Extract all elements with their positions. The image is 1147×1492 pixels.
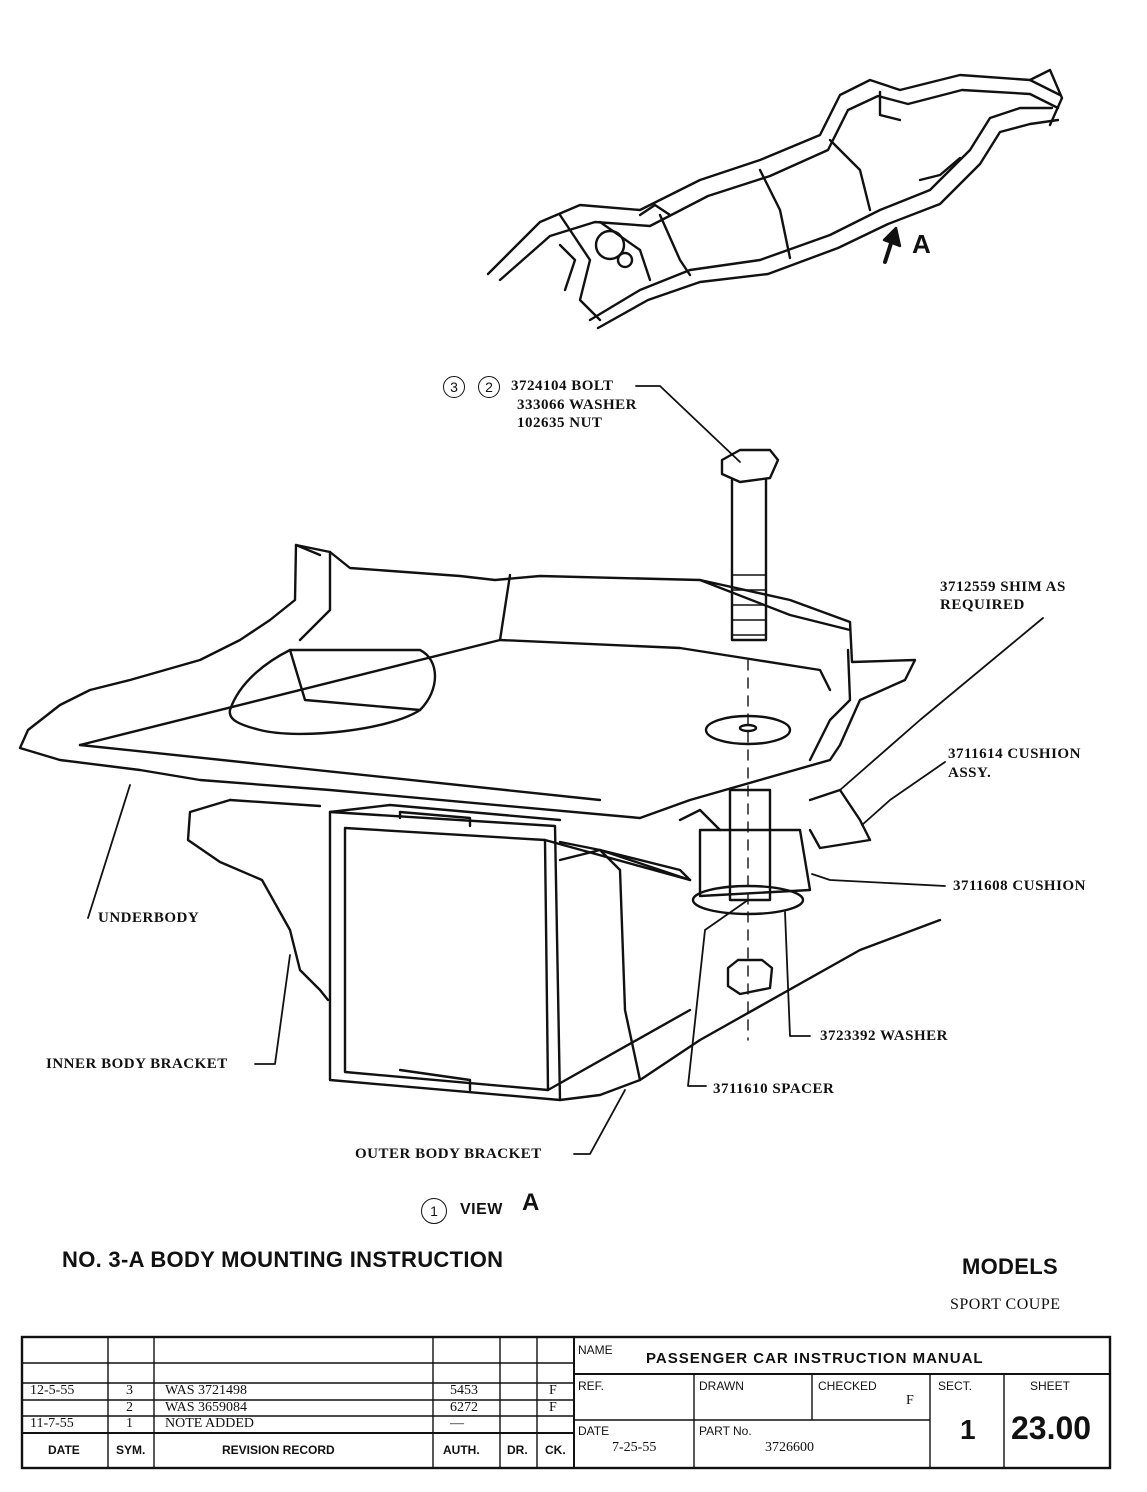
rev-row-3-auth: — — [450, 1416, 464, 1431]
name-label: NAME — [578, 1343, 613, 1357]
sheet-value: 23.00 — [1011, 1410, 1092, 1446]
outer-body-bracket — [558, 848, 692, 1082]
checked-label: CHECKED — [818, 1379, 877, 1393]
rev-row-3-record: NOTE ADDED — [165, 1416, 255, 1431]
ref-label: REF. — [578, 1379, 605, 1393]
chassis-frame-illustration — [486, 68, 1064, 330]
page-title: NO. 3-A BODY MOUNTING INSTRUCTION — [62, 1247, 504, 1272]
rev-row-1-record: WAS 3721498 — [165, 1383, 248, 1398]
part-value: 3726600 — [765, 1440, 814, 1455]
models-heading: MODELS — [962, 1254, 1058, 1279]
washer-bottom — [691, 884, 805, 916]
label-bolt: 3724104 BOLT — [511, 378, 614, 394]
part-label: PART No. — [699, 1424, 752, 1438]
frame-rail-section — [328, 803, 942, 1102]
frame-arrow-label: A — [912, 229, 932, 259]
view-a-arrow — [882, 226, 902, 264]
label-washer-bottom: 3723392 WASHER — [820, 1028, 948, 1044]
header-auth: AUTH. — [443, 1443, 480, 1457]
leader-lines — [87, 385, 1044, 1155]
rev-row-3-sym: 1 — [126, 1416, 133, 1431]
rev-row-3-date: 11-7-55 — [30, 1416, 74, 1431]
date-label: DATE — [578, 1424, 610, 1438]
drawn-label: DRAWN — [699, 1379, 744, 1393]
bolt — [720, 448, 780, 1041]
inner-body-bracket — [186, 798, 330, 1002]
rev-row-1-date: 12-5-55 — [30, 1383, 75, 1398]
header-dr: DR. — [507, 1443, 528, 1457]
header-sym: SYM. — [116, 1443, 146, 1457]
rev-row-1-ck: F — [549, 1383, 557, 1398]
label-cushion-assy-2: ASSY. — [948, 765, 992, 781]
cushion-assembly — [678, 788, 872, 902]
rev-row-1-auth: 5453 — [450, 1383, 478, 1398]
callout-2: 2 — [478, 376, 500, 398]
label-spacer: 3711610 SPACER — [713, 1081, 835, 1097]
view-word: VIEW — [460, 1201, 503, 1218]
washer-top — [704, 714, 792, 746]
label-inner-bracket: INNER BODY BRACKET — [46, 1056, 228, 1072]
label-nut: 102635 NUT — [517, 415, 603, 431]
manual-name: PASSENGER CAR INSTRUCTION MANUAL — [646, 1350, 984, 1367]
rev-row-1-sym: 3 — [126, 1383, 133, 1398]
models-value: SPORT COUPE — [950, 1296, 1061, 1313]
underbody-panel — [18, 543, 917, 820]
rev-row-2-record: WAS 3659084 — [165, 1400, 248, 1415]
rev-row-2-auth: 6272 — [450, 1400, 478, 1415]
view-letter: A — [522, 1189, 540, 1216]
washer-top-hole — [738, 723, 758, 733]
label-outer-bracket: OUTER BODY BRACKET — [355, 1146, 542, 1162]
checked-value: F — [906, 1393, 914, 1408]
label-shim-1: 3712559 SHIM AS — [940, 579, 1066, 595]
date-value: 7-25-55 — [612, 1440, 657, 1455]
label-underbody: UNDERBODY — [98, 910, 200, 926]
sect-label: SECT. — [938, 1379, 973, 1393]
nut — [726, 958, 774, 996]
label-cushion-assy-1: 3711614 CUSHION — [948, 746, 1081, 762]
callout-3: 3 — [443, 376, 465, 398]
label-washer-top: 333066 WASHER — [517, 397, 637, 413]
label-cushion: 3711608 CUSHION — [953, 878, 1086, 894]
label-shim-2: REQUIRED — [940, 597, 1025, 613]
sect-value: 1 — [960, 1414, 976, 1445]
rev-row-2-sym: 2 — [126, 1400, 133, 1415]
header-date: DATE — [48, 1443, 80, 1457]
rev-row-2-ck: F — [549, 1400, 557, 1415]
header-revision-record: REVISION RECORD — [222, 1443, 335, 1457]
sheet-label: SHEET — [1030, 1379, 1071, 1393]
callout-1: 1 — [421, 1198, 447, 1224]
header-ck: CK. — [545, 1443, 566, 1457]
